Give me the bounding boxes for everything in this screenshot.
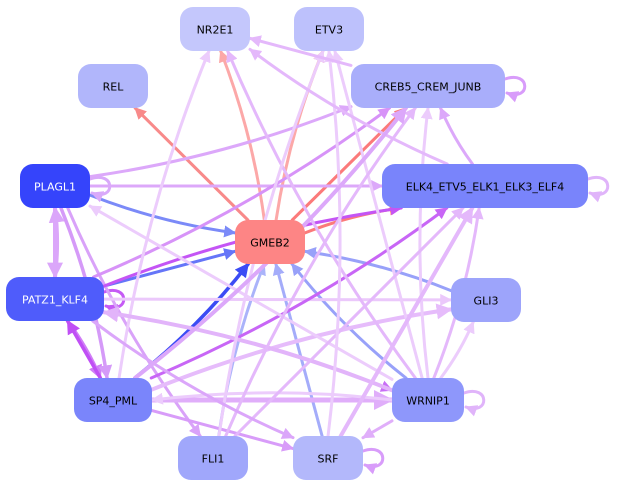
edge-wrnip1-to-creb5_crem_junb [418,106,433,380]
node-elk4-etv5-elk1-elk3-elf4[interactable]: ELK4_ETV5_ELK1_ELK3_ELF4 [382,164,588,208]
edge-sp4_pml-to-elk4_etv5_elk1_elk3_elf4 [149,206,449,380]
edge-sp4_pml-to-nr2e1 [117,49,211,380]
node-box [382,164,588,208]
node-gmeb2[interactable]: GMEB2 [235,220,305,264]
edge-creb5_crem_junb-to-creb5_crem_junb [503,75,527,103]
node-box [351,64,505,108]
edge-patz1_klf4-to-plagl1 [48,206,65,279]
node-box [6,277,104,321]
node-label: PLAGL1 [34,181,76,194]
node-label: PATZ1_KLF4 [22,294,88,307]
node-label: WRNIP1 [406,395,450,408]
node-label: ELK4_ETV5_ELK1_ELK3_ELF4 [406,181,564,194]
node-box [78,64,148,108]
edge-elk4_etv5_elk1_elk3_elf4-to-elk4_etv5_elk1_elk3_elf4 [586,175,610,203]
edge-gli3-to-gmeb2 [303,246,453,293]
node-box [178,436,248,480]
node-box [392,378,464,422]
edge-wrnip1-to-plagl1 [88,204,394,381]
edge-patz1_klf4-to-srf [91,319,295,440]
edge-patz1_klf4-to-gli3 [102,293,453,306]
edge-wrnip1-to-etv3 [331,49,424,380]
edge-fli1-to-elk4_etv5_elk1_elk3_elf4 [233,206,465,438]
edge-elk4_etv5_elk1_elk3_elf4-to-nr2e1 [248,47,449,166]
node-fli1[interactable]: FLI1 [178,436,248,480]
edge-plagl1-to-creb5_crem_junb [88,105,353,179]
edge-srf-to-elk4_etv5_elk1_elk3_elf4 [338,206,475,438]
node-gli3[interactable]: GLI3 [451,278,521,322]
edge-sp4_pml-to-patz1_klf4 [65,319,103,380]
edge-creb5_crem_junb-to-nr2e1 [248,35,353,67]
node-box [74,378,152,422]
node-box [180,7,250,51]
edge-gmeb2-to-nr2e1 [219,49,266,222]
edge-layer [47,35,610,475]
node-label: NR2E1 [197,24,234,37]
edge-gmeb2-to-rel [133,106,250,222]
edge-wrnip1-to-nr2e1 [226,49,417,380]
node-label: GLI3 [474,295,499,308]
node-plagl1[interactable]: PLAGL1 [20,164,90,208]
edge-patz1_klf4-to-gmeb2 [102,248,237,288]
node-box [235,220,305,264]
edge-sp4_pml-to-srf [150,409,295,452]
node-label: SRF [318,453,339,466]
node-label: REL [103,81,125,94]
node-box [294,7,364,51]
node-nr2e1[interactable]: NR2E1 [180,7,250,51]
edge-srf-to-gmeb2 [272,262,324,438]
node-etv3[interactable]: ETV3 [294,7,364,51]
node-label: ETV3 [315,24,343,37]
edge-wrnip1-to-gli3 [439,320,475,380]
node-srf[interactable]: SRF [293,436,363,480]
node-wrnip1[interactable]: WRNIP1 [392,378,464,422]
node-label: CREB5_CREM_JUNB [375,81,482,94]
edge-wrnip1-to-srf [361,419,394,440]
edge-elk4_etv5_elk1_elk3_elf4-to-creb5_crem_junb [439,106,474,166]
node-creb5-crem-junb[interactable]: CREB5_CREM_JUNB [351,64,505,108]
edge-wrnip1-to-wrnip1 [462,389,486,417]
edge-srf-to-etv3 [324,49,342,438]
node-box [20,164,90,208]
edge-wrnip1-to-patz1_klf4 [102,306,394,393]
node-box [293,436,363,480]
node-label: FLI1 [202,453,225,466]
node-box [451,278,521,322]
node-patz1-klf4[interactable]: PATZ1_KLF4 [6,277,104,321]
node-rel[interactable]: REL [78,64,148,108]
edge-plagl1-to-gmeb2 [88,193,237,238]
node-sp4-pml[interactable]: SP4_PML [74,378,152,422]
edge-srf-to-srf [361,447,385,475]
edge-patz1_klf4-to-creb5_crem_junb [92,106,391,279]
node-label: GMEB2 [250,237,290,250]
edge-fli1-to-creb5_crem_junb [224,106,417,438]
node-label: SP4_PML [89,395,138,408]
